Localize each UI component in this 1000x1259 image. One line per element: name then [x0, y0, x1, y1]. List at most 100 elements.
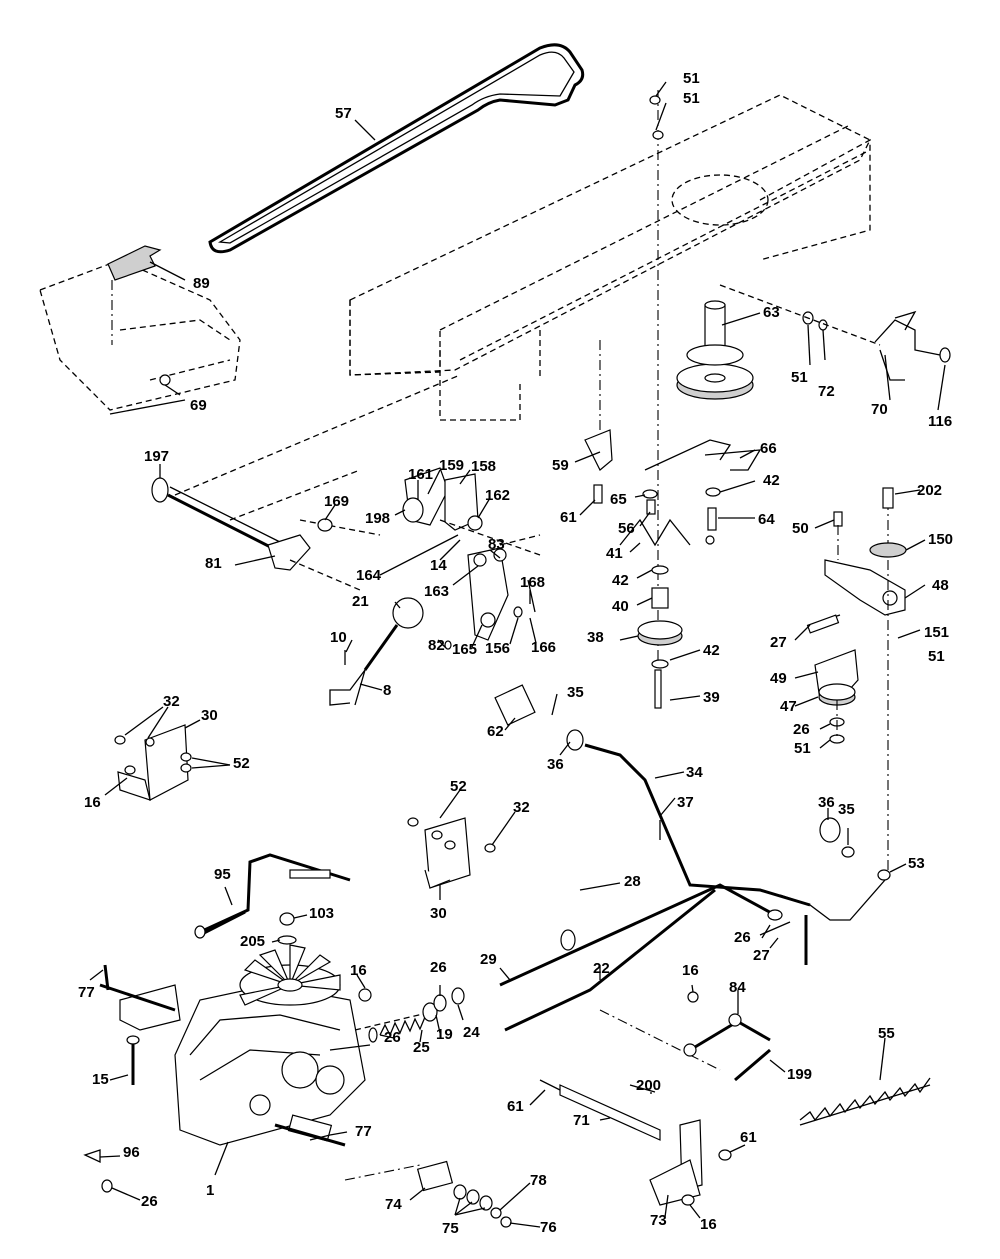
bolt-15: [126, 1035, 140, 1085]
part-label-52: 52: [450, 778, 467, 795]
part-label-103: 103: [309, 905, 335, 922]
pin-77: [103, 964, 331, 1141]
part-label-40: 40: [612, 598, 629, 615]
part-label-78: 78: [530, 1172, 547, 1189]
part-label-16: 16: [700, 1216, 717, 1233]
linkage-84: [683, 991, 771, 1082]
part-label-36: 36: [547, 756, 564, 773]
leader-lines: [89, 81, 946, 1228]
part-label-199: 199: [787, 1066, 813, 1083]
part-label-76: 76: [540, 1219, 557, 1236]
part-label-56: 56: [618, 520, 635, 537]
part-label-30: 30: [430, 905, 447, 922]
part-label-16: 16: [350, 962, 367, 979]
part-label-166: 166: [531, 639, 557, 656]
part-label-26: 26: [430, 959, 447, 976]
part-label-158: 158: [471, 458, 497, 475]
part-label-26: 26: [734, 929, 751, 946]
part-label-69: 69: [190, 397, 207, 414]
part-label-19: 19: [436, 1026, 453, 1043]
part-label-42: 42: [703, 642, 720, 659]
part-label-116: 116: [928, 413, 953, 430]
part-label-64: 64: [758, 511, 775, 528]
part-label-41: 41: [606, 545, 623, 562]
idler-arm-48: [806, 487, 907, 870]
part-label-24: 24: [463, 1024, 480, 1041]
part-label-197: 197: [144, 448, 170, 465]
cotter-pin-96: [83, 1149, 113, 1193]
part-label-47: 47: [780, 698, 797, 715]
part-label-35: 35: [838, 801, 855, 818]
part-label-32: 32: [163, 693, 180, 710]
part-label-198: 198: [365, 510, 391, 527]
part-label-72: 72: [818, 383, 835, 400]
part-label-32: 32: [513, 799, 530, 816]
part-label-74: 74: [385, 1196, 402, 1213]
pivot-bracket-assembly: [299, 467, 541, 641]
tractor-frame: [349, 94, 871, 421]
sleeve-74: [344, 1160, 512, 1228]
part-label-164: 164: [356, 567, 382, 584]
part-label-26: 26: [384, 1029, 401, 1046]
part-label-156: 156: [485, 640, 511, 657]
part-label-25: 25: [413, 1039, 430, 1056]
rod-95: [194, 853, 351, 939]
part-label-62: 62: [487, 723, 504, 740]
pulley-63: [676, 300, 754, 400]
part-label-165: 165: [452, 641, 478, 658]
shift-lever: [329, 597, 424, 706]
part-label-51: 51: [683, 70, 700, 87]
part-label-27: 27: [770, 634, 787, 651]
part-label-51: 51: [791, 369, 808, 386]
part-label-30: 30: [201, 707, 218, 724]
part-label-59: 59: [552, 457, 569, 474]
bracket-70: [719, 284, 951, 381]
part-label-48: 48: [932, 577, 949, 594]
bracket-30-upper: [117, 724, 192, 801]
part-label-42: 65: [610, 491, 627, 508]
part-label-162: 162: [485, 487, 511, 504]
part-label-37: 37: [677, 794, 694, 811]
part-label-28: 28: [624, 873, 641, 890]
part-label-205: 205: [240, 933, 266, 950]
part-label-163: 163: [424, 583, 450, 600]
drive-belt: [208, 43, 585, 254]
part-label-51: 51: [683, 90, 700, 107]
part-label-1: 1: [206, 1182, 215, 1199]
part-label-168: 168: [520, 574, 546, 591]
cooling-fan: [239, 944, 341, 1006]
shaft-81: [151, 374, 461, 591]
part-label-53: 53: [908, 855, 925, 872]
bracket-73: [649, 1119, 732, 1206]
part-label-159: 159: [439, 457, 465, 474]
part-label-83: 83: [488, 536, 505, 553]
part-label-42: 42: [612, 572, 629, 589]
part-label-95: 95: [214, 866, 231, 883]
hardware-bits: [114, 95, 664, 1002]
part-label-49: 49: [770, 670, 787, 687]
part-label-75: 75: [442, 1220, 459, 1237]
part-label-63: 63: [763, 304, 780, 321]
part-label-71: 71: [573, 1112, 590, 1129]
part-label-34: 34: [686, 764, 703, 781]
part-label-27: 27: [753, 947, 770, 964]
part-label-36: 36: [818, 794, 835, 811]
part-label-66: 66: [760, 440, 777, 457]
part-label-84: 84: [729, 979, 746, 996]
part-label-16: 16: [682, 962, 699, 979]
idler-pulley-assembly: [584, 90, 762, 710]
part-label-70: 70: [871, 401, 888, 418]
part-label-50: 50: [792, 520, 809, 537]
part-label-77: 77: [355, 1123, 372, 1140]
part-label-169: 169: [324, 493, 350, 510]
part-label-35: 35: [567, 684, 584, 701]
part-label-77: 77: [78, 984, 95, 1001]
bracket-71: [539, 1079, 661, 1141]
part-label-61: 61: [740, 1129, 757, 1146]
part-label-81: 81: [205, 555, 222, 572]
part-label-15: 15: [92, 1071, 109, 1088]
part-label-61: 61: [560, 509, 577, 526]
part-label-161: 161: [408, 466, 434, 483]
